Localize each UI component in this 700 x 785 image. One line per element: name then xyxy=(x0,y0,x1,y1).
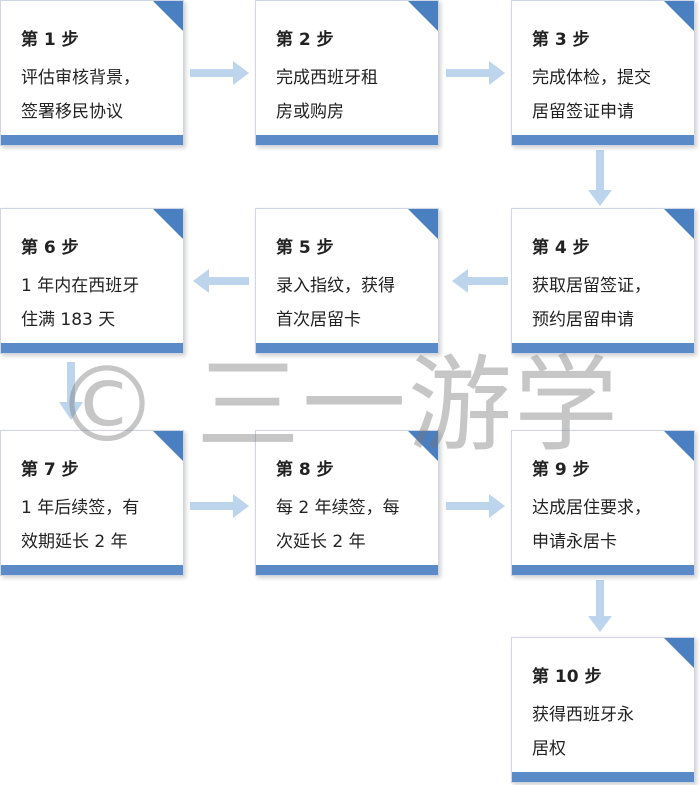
step-text-line-1: 每 2 年续签，每 xyxy=(276,498,400,518)
step-title: 第 2 步 xyxy=(276,30,334,50)
arrow-left-icon xyxy=(193,269,249,293)
step-text-line-2: 次延长 2 年 xyxy=(276,532,366,552)
step-card-7: 第 7 步 1 年后续签，有 效期延长 2 年 xyxy=(0,430,184,576)
step-text-line-1: 评估审核背景， xyxy=(21,68,140,88)
step-text-line-2: 预约居留申请 xyxy=(532,310,634,330)
arrow-right-icon xyxy=(446,494,505,518)
step-title: 第 9 步 xyxy=(532,460,590,480)
corner-fold-icon xyxy=(664,431,694,461)
card-bottom-bar xyxy=(512,772,694,782)
step-card-9: 第 9 步 达成居住要求， 申请永居卡 xyxy=(511,430,695,576)
arrow-right-icon xyxy=(190,61,249,85)
step-card-8: 第 8 步 每 2 年续签，每 次延长 2 年 xyxy=(255,430,439,576)
arrow-right-icon xyxy=(446,61,505,85)
arrow-left-icon xyxy=(452,269,508,293)
arrow-right-icon xyxy=(190,494,249,518)
step-text-line-1: 完成体检，提交 xyxy=(532,68,651,88)
step-text-line-2: 居留签证申请 xyxy=(532,102,634,122)
corner-fold-icon xyxy=(664,638,694,668)
step-card-2: 第 2 步 完成西班牙租 房或购房 xyxy=(255,0,439,146)
step-text-line-1: 获取居留签证， xyxy=(532,276,651,296)
step-text-line-2: 效期延长 2 年 xyxy=(21,532,128,552)
step-card-6: 第 6 步 1 年内在西班牙 住满 183 天 xyxy=(0,208,184,354)
step-title: 第 6 步 xyxy=(21,238,79,258)
step-title: 第 7 步 xyxy=(21,460,79,480)
corner-fold-icon xyxy=(408,1,438,31)
corner-fold-icon xyxy=(153,431,183,461)
step-title: 第 1 步 xyxy=(21,30,79,50)
step-card-10: 第 10 步 获得西班牙永 居权 xyxy=(511,637,695,783)
corner-fold-icon xyxy=(408,209,438,239)
step-card-3: 第 3 步 完成体检，提交 居留签证申请 xyxy=(511,0,695,146)
corner-fold-icon xyxy=(153,1,183,31)
card-bottom-bar xyxy=(1,343,183,353)
step-text-line-1: 完成西班牙租 xyxy=(276,68,378,88)
card-bottom-bar xyxy=(1,135,183,145)
step-text-line-2: 首次居留卡 xyxy=(276,310,361,330)
corner-fold-icon xyxy=(153,209,183,239)
card-bottom-bar xyxy=(1,565,183,575)
step-title: 第 5 步 xyxy=(276,238,334,258)
step-card-4: 第 4 步 获取居留签证， 预约居留申请 xyxy=(511,208,695,354)
step-text-line-2: 房或购房 xyxy=(276,102,344,122)
step-text-line-1: 1 年内在西班牙 xyxy=(21,276,140,296)
step-text-line-2: 签署移民协议 xyxy=(21,102,123,122)
step-title: 第 3 步 xyxy=(532,30,590,50)
arrow-down-icon xyxy=(588,150,612,206)
step-card-1: 第 1 步 评估审核背景， 签署移民协议 xyxy=(0,0,184,146)
corner-fold-icon xyxy=(664,1,694,31)
step-text-line-2: 住满 183 天 xyxy=(21,310,116,330)
step-title: 第 4 步 xyxy=(532,238,590,258)
card-bottom-bar xyxy=(512,135,694,145)
corner-fold-icon xyxy=(664,209,694,239)
step-text-line-1: 录入指纹，获得 xyxy=(276,276,395,296)
corner-fold-icon xyxy=(408,431,438,461)
arrow-down-icon xyxy=(588,580,612,632)
step-card-5: 第 5 步 录入指纹，获得 首次居留卡 xyxy=(255,208,439,354)
step-text-line-2: 居权 xyxy=(532,739,566,759)
card-bottom-bar xyxy=(256,565,438,575)
step-text-line-1: 达成居住要求， xyxy=(532,498,651,518)
watermark: © 三一游学 xyxy=(55,344,621,466)
step-title: 第 8 步 xyxy=(276,460,334,480)
step-title: 第 10 步 xyxy=(532,667,602,687)
step-text-line-1: 获得西班牙永 xyxy=(532,705,634,725)
card-bottom-bar xyxy=(512,565,694,575)
arrow-down-icon xyxy=(59,362,83,420)
step-text-line-1: 1 年后续签，有 xyxy=(21,498,140,518)
card-bottom-bar xyxy=(256,343,438,353)
card-bottom-bar xyxy=(256,135,438,145)
step-text-line-2: 申请永居卡 xyxy=(532,532,617,552)
card-bottom-bar xyxy=(512,343,694,353)
